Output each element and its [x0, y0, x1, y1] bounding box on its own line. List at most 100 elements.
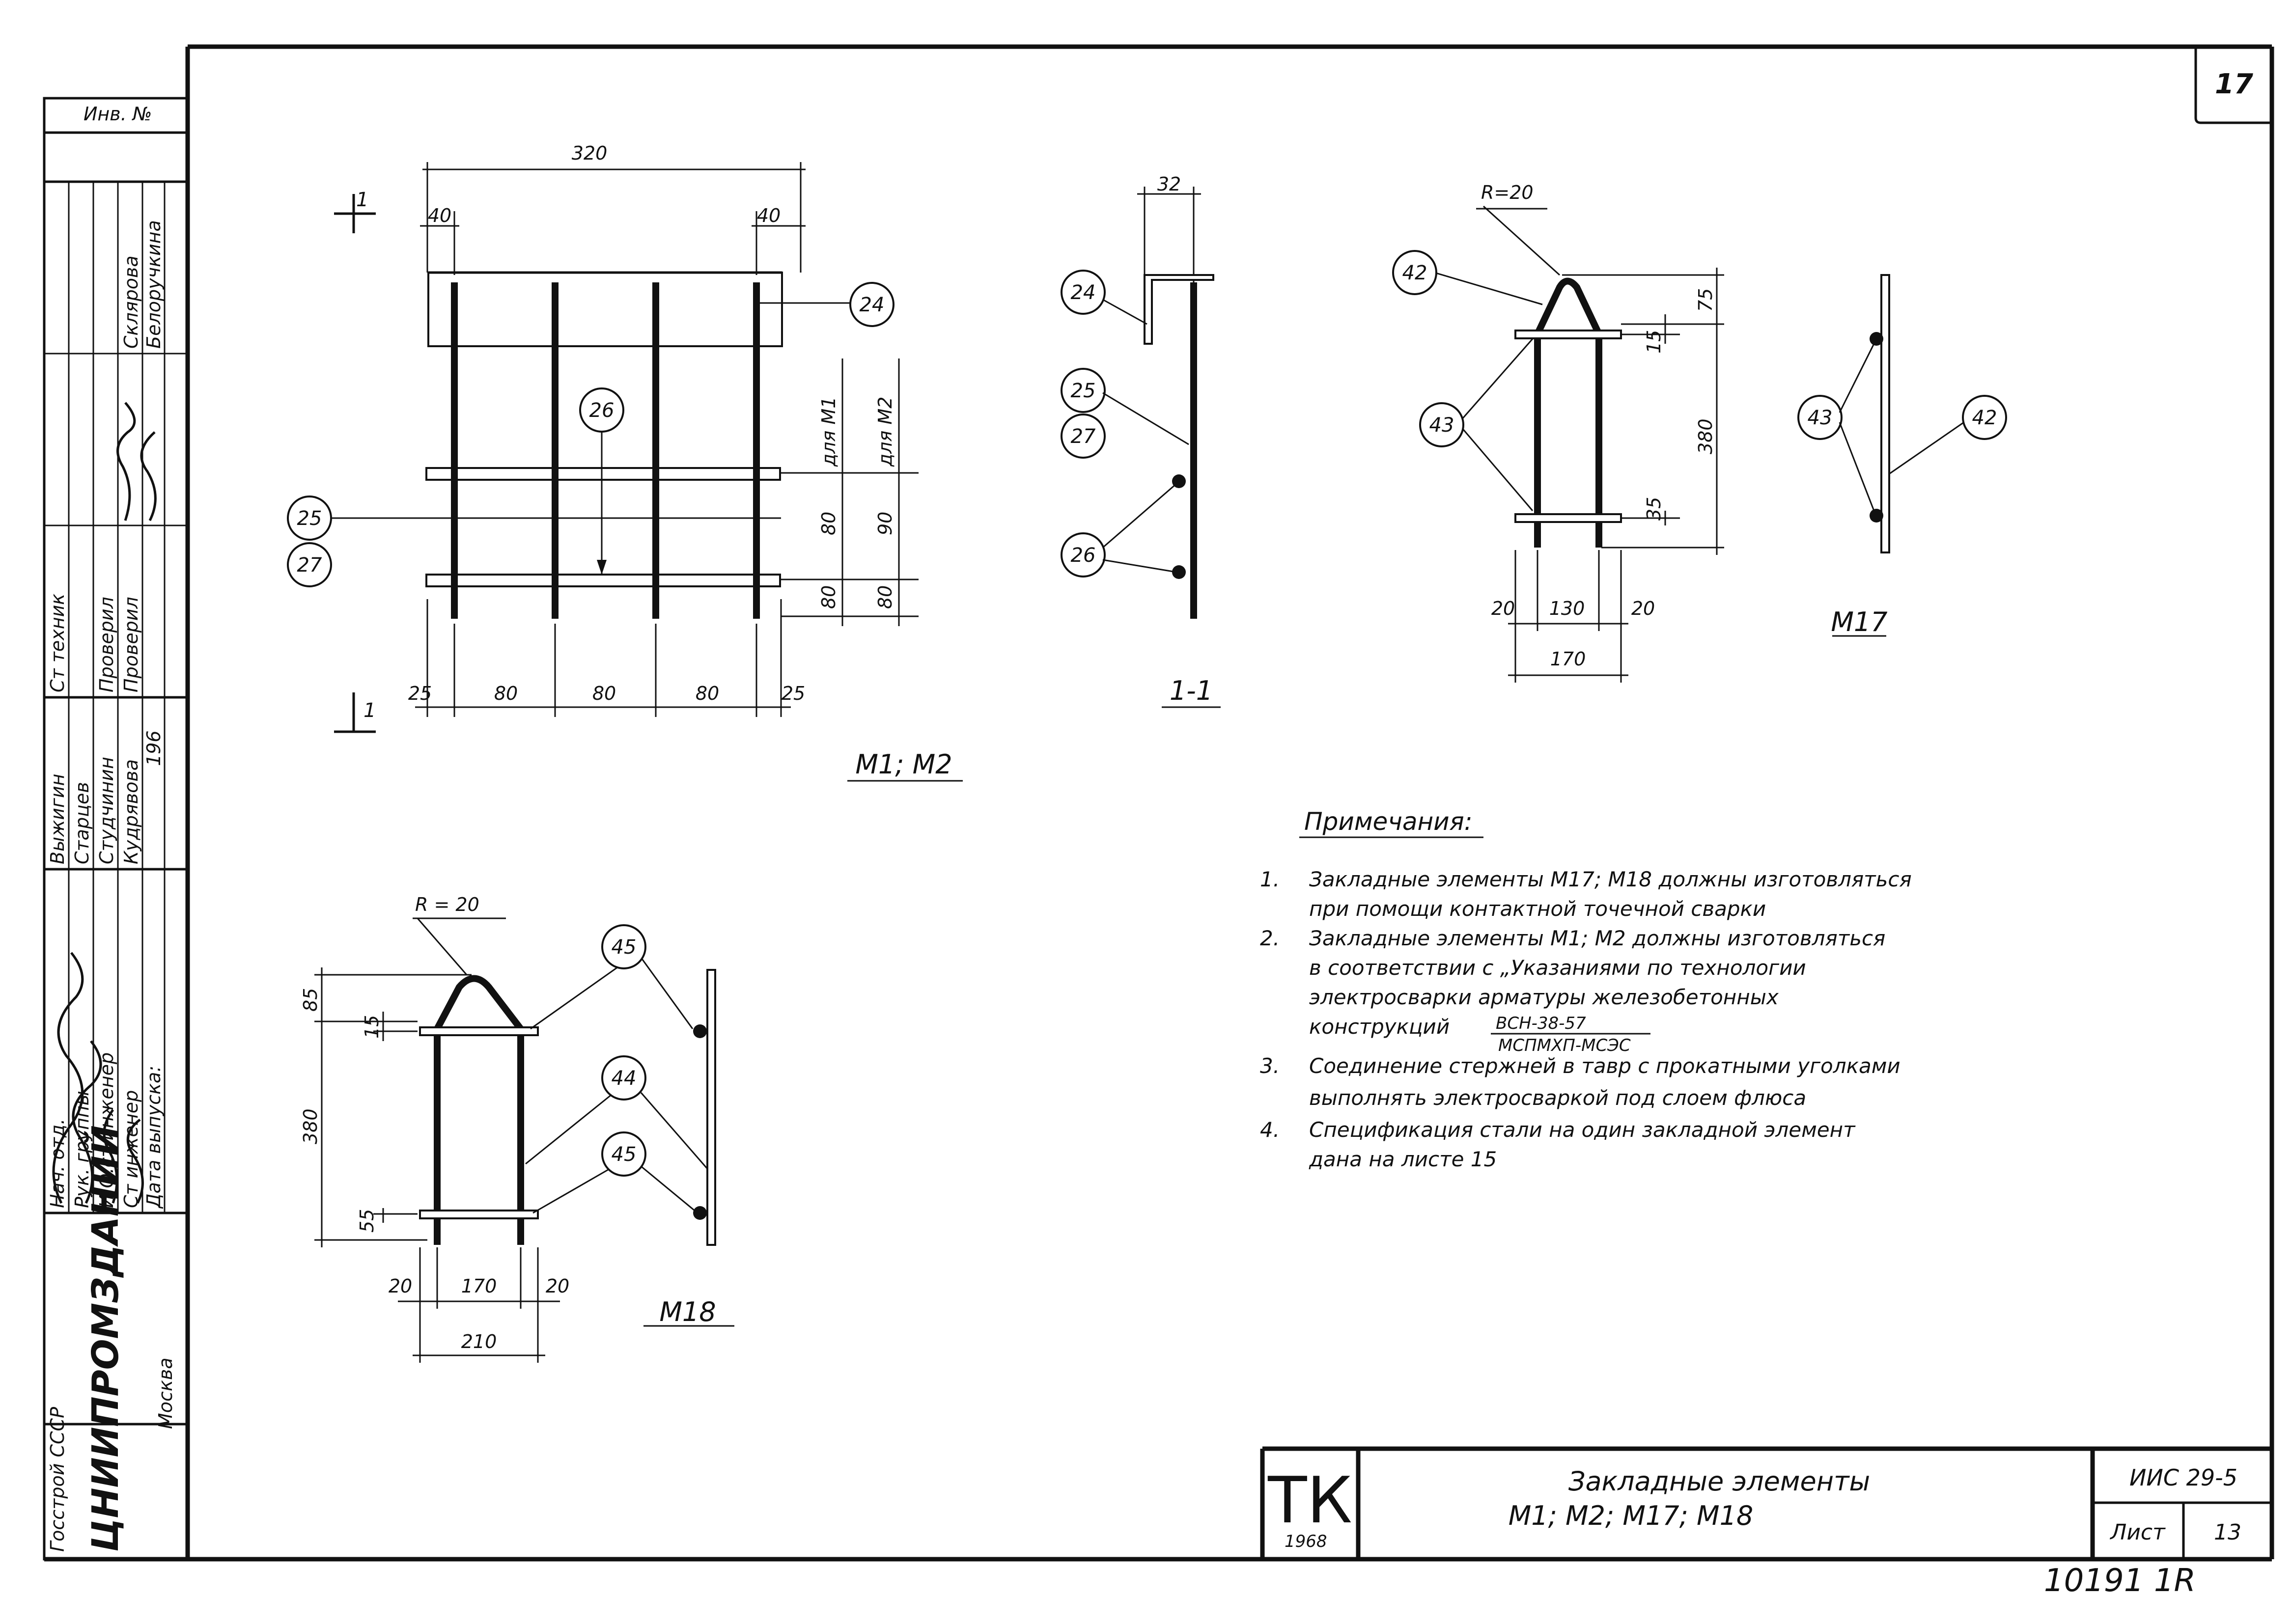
view-m18	[314, 917, 734, 1363]
sheet-number: 13	[2214, 1520, 2241, 1545]
m18-marker-45-top: 45	[612, 936, 637, 959]
sheet-label: Лист	[2109, 1520, 2166, 1545]
sheet-frame	[44, 44, 2274, 1562]
m1m2-label-for-m1: для М1	[818, 397, 839, 467]
stamp-reviewer-name-1: Склярова	[120, 255, 142, 349]
m18-dim-right: 20	[546, 1275, 569, 1297]
note-4-line-1: Спецификация стали на один закладной эле…	[1309, 1118, 1856, 1142]
org-main: ЦНИИПРОМЗДАНИЙ	[84, 1125, 127, 1552]
m17-dim-top: 75	[1695, 288, 1716, 312]
title-block-logo: ТК	[1267, 1463, 1352, 1538]
m1m2-marker-24: 24	[860, 294, 885, 316]
note-1-line-2: при помощи контактной точечной сварки	[1309, 897, 1766, 921]
section-marker-25: 25	[1071, 380, 1096, 402]
title-block	[1260, 1446, 2272, 1559]
note-4-number: 4.	[1260, 1118, 1280, 1142]
m18-radius: R = 20	[415, 894, 479, 915]
m17-dim-overall: 170	[1550, 648, 1586, 670]
title-line-1: Закладные элементы	[1568, 1466, 1870, 1497]
archive-number: 10191 1R	[2044, 1563, 2196, 1599]
stamp-reviewer-name-2: Белоручкина	[143, 220, 165, 349]
title-block-year: 1968	[1285, 1532, 1327, 1551]
m17-side-marker-42: 42	[1972, 407, 1997, 429]
page-number: 17	[2215, 68, 2253, 100]
m17-side-marker-43: 43	[1808, 407, 1833, 429]
org-top: Госстрой СССР	[47, 1407, 68, 1552]
m1m2-section-mark-bottom: 1	[363, 699, 376, 722]
m1m2-dim-overall: 320	[572, 142, 608, 164]
section-marker-27: 27	[1071, 425, 1096, 448]
m18-dim-offset: 15	[361, 1015, 383, 1039]
stamp-author-4: Кудрявова	[120, 759, 142, 864]
m1m2-section-mark-top: 1	[356, 189, 368, 211]
stamp-author-1: Выжигин	[47, 773, 68, 864]
m17-dim-height: 380	[1695, 418, 1716, 454]
stamp-role-3: И.О.ст инженер	[96, 1052, 117, 1208]
org-city: Москва	[155, 1357, 176, 1429]
note-2-ref-numerator: ВСН-38-57	[1496, 1014, 1586, 1033]
section-marker-24: 24	[1071, 281, 1096, 304]
m18-caption: М18	[659, 1296, 716, 1327]
m1m2-dim-bottom-3: 80	[592, 683, 616, 704]
m1m2-dim-bottom-2: 80	[494, 683, 518, 704]
m18-dim-overall: 210	[461, 1331, 497, 1352]
note-2-line-3: электросварки арматуры железобетонных	[1309, 985, 1779, 1009]
view-m1m2	[287, 162, 963, 782]
note-1-number: 1.	[1260, 867, 1280, 891]
view-section	[1061, 187, 1221, 708]
m1m2-marker-27: 27	[297, 554, 322, 577]
m17-dim-right: 20	[1631, 598, 1655, 619]
m18-dim-left: 20	[389, 1275, 412, 1297]
section-caption: 1-1	[1170, 675, 1213, 706]
inventory-label: Инв. №	[84, 103, 152, 125]
note-4-line-2: дана на листе 15	[1309, 1147, 1497, 1171]
stamp-signatures	[52, 402, 157, 1204]
m17-dim-offset: 15	[1643, 330, 1665, 354]
m18-marker-44: 44	[612, 1067, 637, 1090]
m1m2-label-for-m2: для М2	[874, 397, 896, 467]
m17-caption: М17	[1831, 606, 1887, 637]
m17-dim-bottom: 35	[1643, 497, 1665, 521]
stamp-reviewer-2: Проверил	[120, 597, 142, 692]
note-2-number: 2.	[1260, 926, 1280, 950]
stamp-year: 196	[143, 730, 165, 766]
section-marker-26: 26	[1071, 544, 1096, 567]
stamp-author-2: Старцев	[71, 782, 93, 864]
m1m2-dim-bottom-1: 25	[408, 683, 432, 704]
m1m2-dim-edge-right: 40	[757, 205, 781, 226]
note-2-ref-denominator: МСПМХП-МСЭС	[1498, 1036, 1631, 1055]
series-code: ИИС 29-5	[2129, 1464, 2237, 1491]
stamp-tech-title: Ст техник	[47, 594, 68, 692]
stamp-reviewer-1: Проверил	[96, 597, 117, 692]
m1m2-dim-bottom-4: 80	[696, 683, 719, 704]
m17-marker-43: 43	[1429, 414, 1454, 437]
m1m2-dim-m2-b: 80	[874, 585, 896, 609]
view-m17	[1392, 205, 1886, 683]
section-dim-top: 32	[1157, 173, 1181, 195]
m1m2-caption: М1; М2	[855, 749, 952, 780]
note-2-line-2: в соответствии с „Указаниями по технолог…	[1309, 956, 1806, 980]
m17-side-view	[1797, 274, 2007, 553]
notes-heading: Примечания:	[1304, 807, 1473, 836]
m1m2-marker-26: 26	[589, 399, 615, 422]
m18-marker-45-bottom: 45	[612, 1143, 637, 1166]
m1m2-dim-m1-a: 80	[818, 512, 839, 535]
stamp-author-3: Студчинин	[96, 757, 117, 864]
note-3-number: 3.	[1260, 1054, 1280, 1078]
m17-radius: R=20	[1481, 182, 1534, 203]
title-line-2: М1; М2; М17; М18	[1509, 1500, 1754, 1531]
m18-dim-height: 380	[300, 1108, 321, 1144]
note-1-line-1: Закладные элементы М17; М18 должны изгот…	[1309, 867, 1912, 891]
m17-marker-42: 42	[1402, 262, 1427, 284]
m17-dim-left: 20	[1491, 598, 1515, 619]
note-2-line-1: Закладные элементы М1; М2 должны изготов…	[1309, 926, 1885, 950]
m18-dim-middle: 170	[461, 1275, 497, 1297]
stamp-role-5: Дата выпуска:	[143, 1066, 165, 1209]
m1m2-dim-edge-left: 40	[428, 205, 451, 226]
m1m2-dim-m2-a: 90	[874, 512, 896, 535]
note-3-line-1: Соединение стержней в тавр с прокатными …	[1309, 1054, 1901, 1078]
m1m2-marker-25: 25	[297, 507, 322, 530]
left-stamp	[43, 97, 189, 1561]
m17-dim-middle: 130	[1549, 598, 1585, 619]
